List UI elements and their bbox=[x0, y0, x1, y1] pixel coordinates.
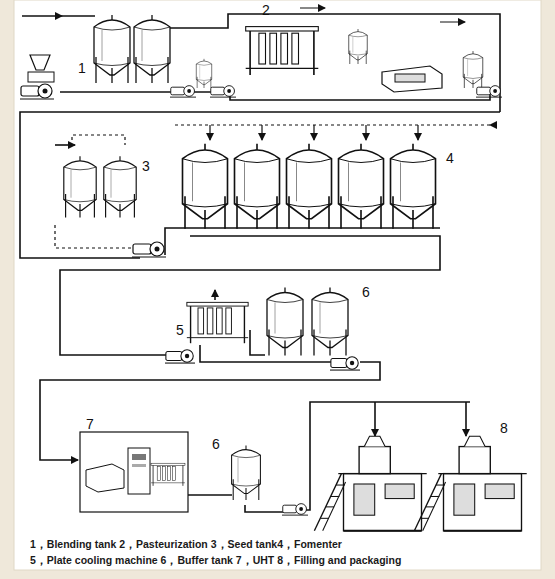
callout-number: 7 bbox=[86, 416, 94, 432]
callout-number: 3 bbox=[142, 158, 150, 174]
callout-number: 1 bbox=[78, 60, 86, 76]
callout-number: 2 bbox=[262, 2, 270, 18]
callout-number: 4 bbox=[446, 150, 454, 166]
callout-number: 6 bbox=[212, 436, 220, 452]
callout-number: 6 bbox=[362, 284, 370, 300]
callout-number: 5 bbox=[176, 322, 184, 338]
legend-caption: 1，Blending tank 2，Pasteurization 3，Seed … bbox=[30, 538, 342, 551]
callout-number: 8 bbox=[500, 420, 508, 436]
legend-caption: 5，Plate cooling machine 6，Buffer tank 7，… bbox=[30, 554, 401, 567]
